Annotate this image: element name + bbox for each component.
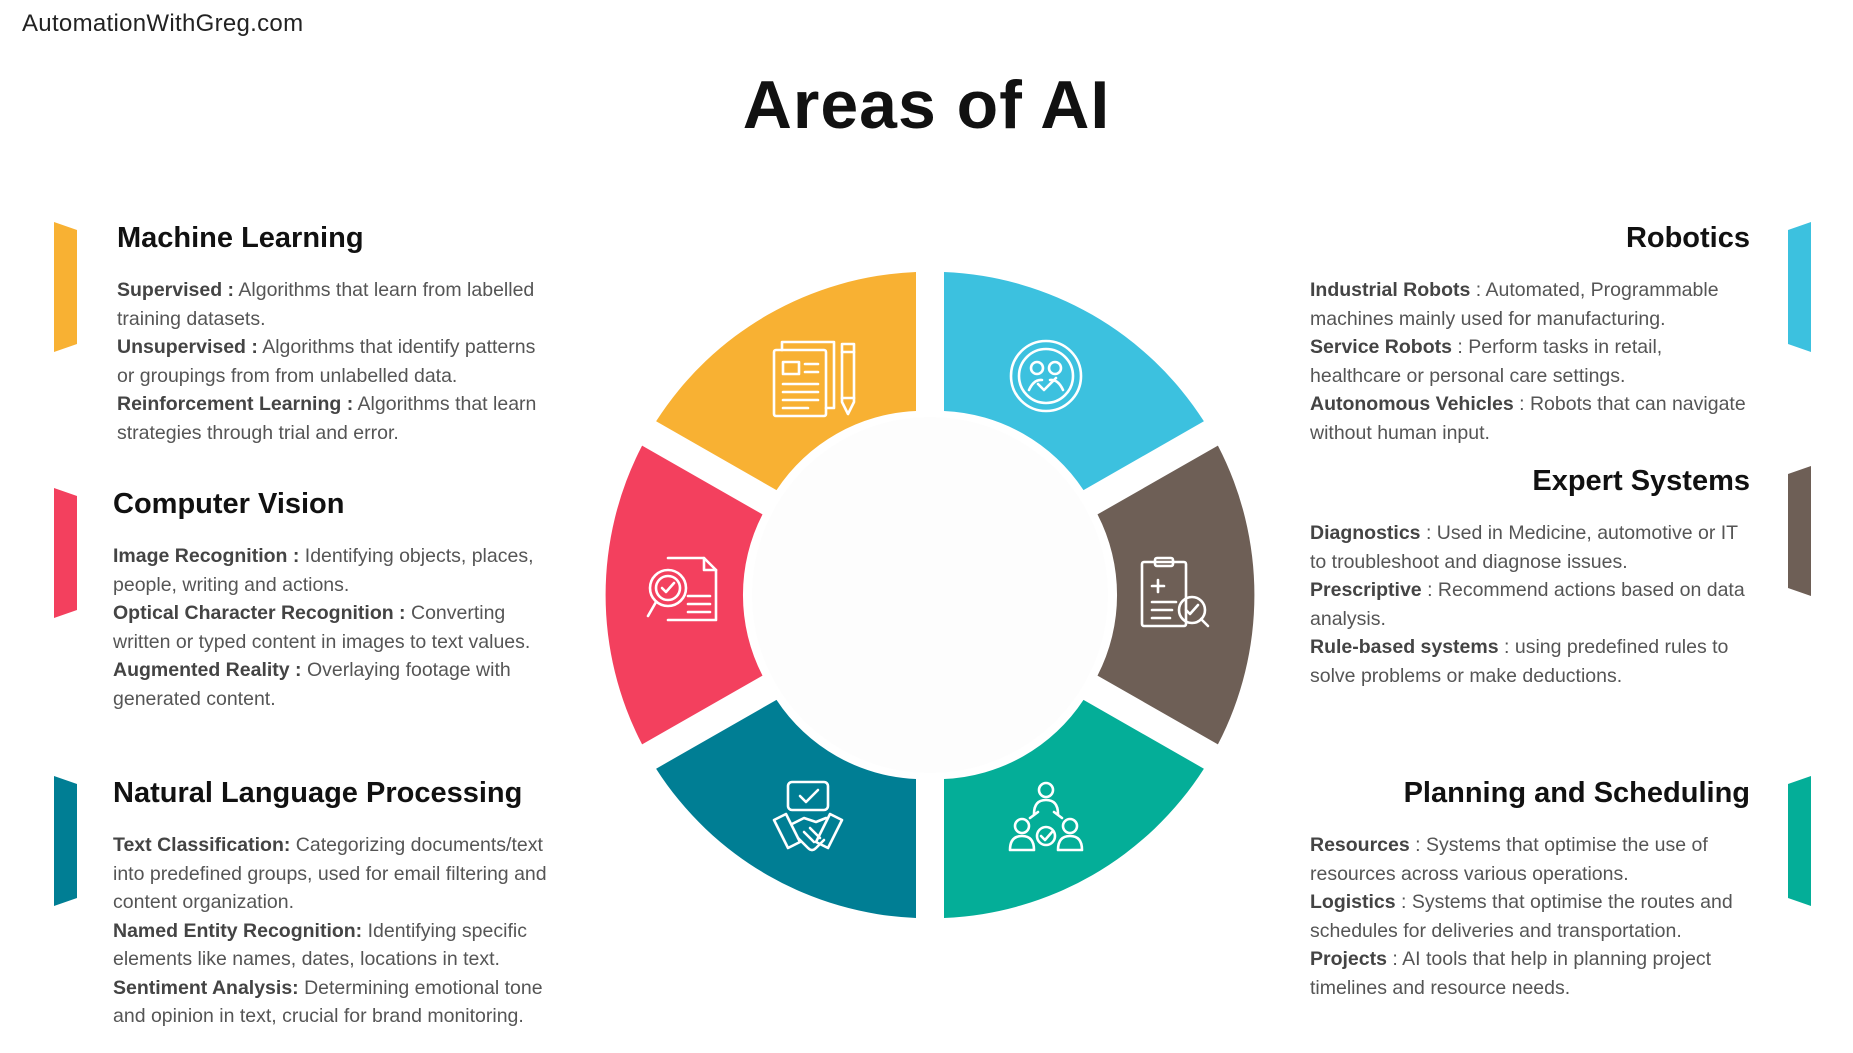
document-magnifier-icon: [646, 556, 718, 622]
list-item: Optical Character Recognition : Converti…: [113, 602, 531, 653]
document-pencil-icon: [772, 340, 856, 418]
nlp-accent-bar: [54, 776, 77, 906]
planning-accent-bar: [1788, 776, 1811, 906]
list-item: Text Classification: Categorizing docume…: [113, 834, 547, 913]
robotics-heading: Robotics: [1625, 222, 1750, 254]
center-circle: [752, 417, 1108, 773]
list-item: Unsupervised : Algorithms that identify …: [117, 336, 536, 387]
list-item: Supervised : Algorithms that learn from …: [117, 279, 535, 330]
machine-learning-heading: Machine Learning: [117, 222, 364, 254]
list-item: Sentiment Analysis: Determining emotiona…: [113, 976, 543, 1028]
expert-systems-section: Expert Systems Diagnostics : Used in Med…: [1310, 463, 1750, 690]
machine-learning-section: Machine Learning Supervised : Algorithms…: [117, 220, 557, 447]
machine-learning-accent-bar: [54, 222, 77, 352]
page-title: Areas of AI: [742, 67, 1111, 143]
machine-learning-segment: [656, 272, 916, 491]
computer-vision-accent-bar: [54, 488, 77, 618]
list-item: Logistics : Systems that optimise the ro…: [1310, 891, 1733, 942]
list-item: Augmented Reality : Overlaying footage w…: [113, 659, 511, 710]
expert-systems-accent-bar: [1788, 466, 1811, 596]
robotics-section: Robotics Industrial Robots : Automated, …: [1310, 220, 1750, 447]
expert-systems-segment: [1097, 445, 1255, 745]
list-item: Diagnostics : Used in Medicine, automoti…: [1310, 522, 1738, 573]
nlp-section: Natural Language Processing Text Classif…: [113, 775, 563, 1031]
nlp-heading: Natural Language Processing: [113, 777, 523, 809]
list-item: Image Recognition : Identifying objects,…: [113, 545, 534, 596]
computer-vision-section: Computer Vision Image Recognition : Iden…: [113, 486, 563, 713]
robotics-accent-bar: [1788, 222, 1811, 352]
handshake-check-icon: [772, 780, 844, 852]
planning-section: Planning and Scheduling Resources : Syst…: [1310, 775, 1750, 1002]
clipboard-check-icon: [1140, 556, 1210, 628]
robotics-segment: [944, 272, 1204, 491]
list-item: Resources : Systems that optimise the us…: [1310, 834, 1708, 885]
expert-systems-heading: Expert Systems: [1532, 465, 1750, 497]
list-item: Prescriptive : Recommend actions based o…: [1310, 579, 1745, 630]
list-item: Service Robots : Perform tasks in retail…: [1310, 336, 1663, 387]
list-item: Rule-based systems : using predefined ru…: [1310, 636, 1729, 687]
computer-vision-heading: Computer Vision: [113, 488, 345, 520]
list-item: Autonomous Vehicles : Robots that can na…: [1310, 393, 1746, 444]
list-item: Projects : AI tools that help in plannin…: [1310, 948, 1712, 999]
planning-heading: Planning and Scheduling: [1403, 777, 1750, 809]
nlp-segment: [656, 699, 916, 918]
team-check-icon: [1008, 781, 1084, 852]
robot-face-check-icon: [1009, 339, 1083, 413]
list-item: Named Entity Recognition: Identifying sp…: [113, 919, 527, 971]
site-name: AutomationWithGreg.com: [22, 10, 304, 37]
list-item: Industrial Robots : Automated, Programma…: [1310, 279, 1719, 330]
list-item: Reinforcement Learning : Algorithms that…: [117, 393, 537, 444]
planning-segment: [944, 699, 1204, 918]
